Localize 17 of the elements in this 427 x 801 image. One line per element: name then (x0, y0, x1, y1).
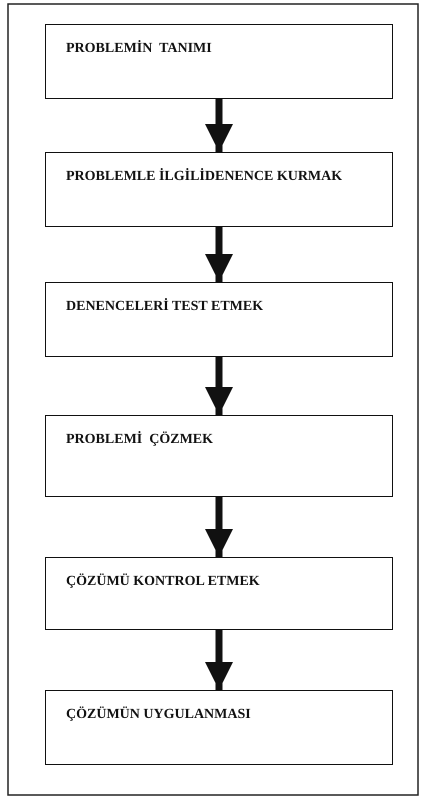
arrow (205, 99, 233, 152)
step-label: ÇÖZÜMÜ KONTROL ETMEK (66, 573, 260, 590)
step-label: ÇÖZÜMÜN UYGULANMASI (66, 706, 251, 724)
process-box (45, 152, 393, 227)
process-box (45, 24, 393, 99)
step-label: PROBLEMİ ÇÖZMEK (66, 431, 214, 448)
step-label: DENENCELERİ TEST ETMEK (66, 298, 264, 316)
arrow (205, 357, 233, 415)
arrow (205, 497, 233, 557)
process-box (45, 415, 393, 497)
step-label: PROBLEMİN TANIMI (66, 40, 212, 58)
arrow (205, 630, 233, 690)
process-box (45, 282, 393, 357)
step-label: PROBLEMLE İLGİLİDENENCE KURMAK (66, 168, 342, 186)
process-box (45, 557, 393, 630)
arrow (205, 227, 233, 282)
process-box (45, 690, 393, 765)
